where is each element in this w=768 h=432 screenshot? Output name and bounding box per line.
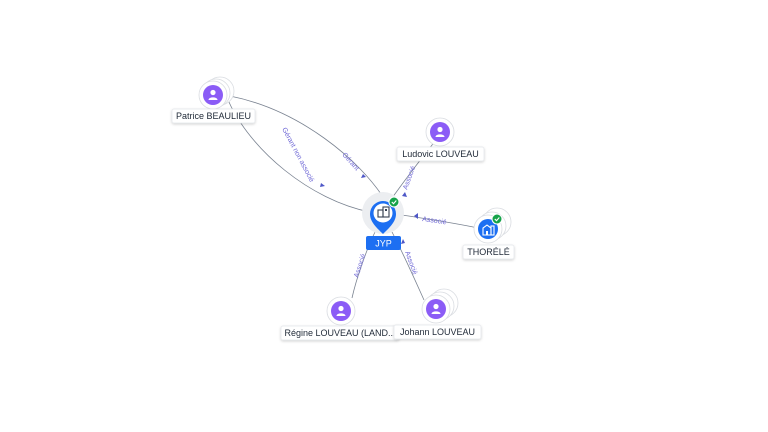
company-icon <box>482 224 495 236</box>
person-icon <box>336 305 346 316</box>
arrow-ludovic <box>402 192 407 197</box>
node-label: Ludovic LOUVEAU <box>402 149 479 159</box>
arrow-johann <box>401 239 405 244</box>
arrow-thorele <box>414 213 418 219</box>
arrow-gerant-non-associe <box>320 183 325 187</box>
person-icon <box>431 303 441 314</box>
center-name-badge <box>366 236 401 250</box>
edge-label-thorele-associe: Associé <box>422 216 447 226</box>
edge-label-johann-associe: Associé <box>403 250 418 276</box>
verified-badge-icon <box>491 213 503 225</box>
node-ludovic[interactable]: Ludovic LOUVEAU <box>396 117 485 162</box>
node-label-bg <box>462 244 515 260</box>
arrow-gerant <box>361 174 366 178</box>
edge-label-gerant-non-associe: Gérant non associé <box>280 127 315 184</box>
edge-label-regine-associe: Associé <box>353 253 367 279</box>
edge-ludovic-associe[interactable] <box>391 139 437 199</box>
node-label-bg <box>393 324 482 340</box>
edge-regine-associe[interactable] <box>351 229 377 299</box>
edge-label-gerant: Gérant <box>341 152 361 173</box>
node-label: Régine LOUVEAU (LAND... <box>284 328 395 338</box>
person-icon <box>435 126 445 137</box>
node-label: Johann LOUVEAU <box>400 327 475 337</box>
person-icon <box>208 89 218 100</box>
node-regine[interactable]: Régine LOUVEAU (LAND... <box>280 296 400 341</box>
node-label: Patrice BEAULIEU <box>176 111 251 121</box>
node-label-bg <box>171 108 256 124</box>
edge-label-ludovic-associe: Associé <box>402 165 417 191</box>
node-label: THORÉLÉ <box>467 247 510 257</box>
node-label-bg <box>396 146 485 162</box>
node-thorele[interactable]: THORÉLÉ <box>462 207 515 260</box>
building-icon <box>377 206 390 218</box>
node-patrice[interactable]: Patrice BEAULIEU <box>171 76 256 124</box>
verified-badge-icon <box>388 196 400 208</box>
node-johann[interactable]: Johann LOUVEAU <box>393 288 482 340</box>
center-node[interactable]: JYP <box>362 192 404 250</box>
edge-patrice-gerant[interactable] <box>229 95 386 201</box>
center-name: JYP <box>375 239 392 249</box>
